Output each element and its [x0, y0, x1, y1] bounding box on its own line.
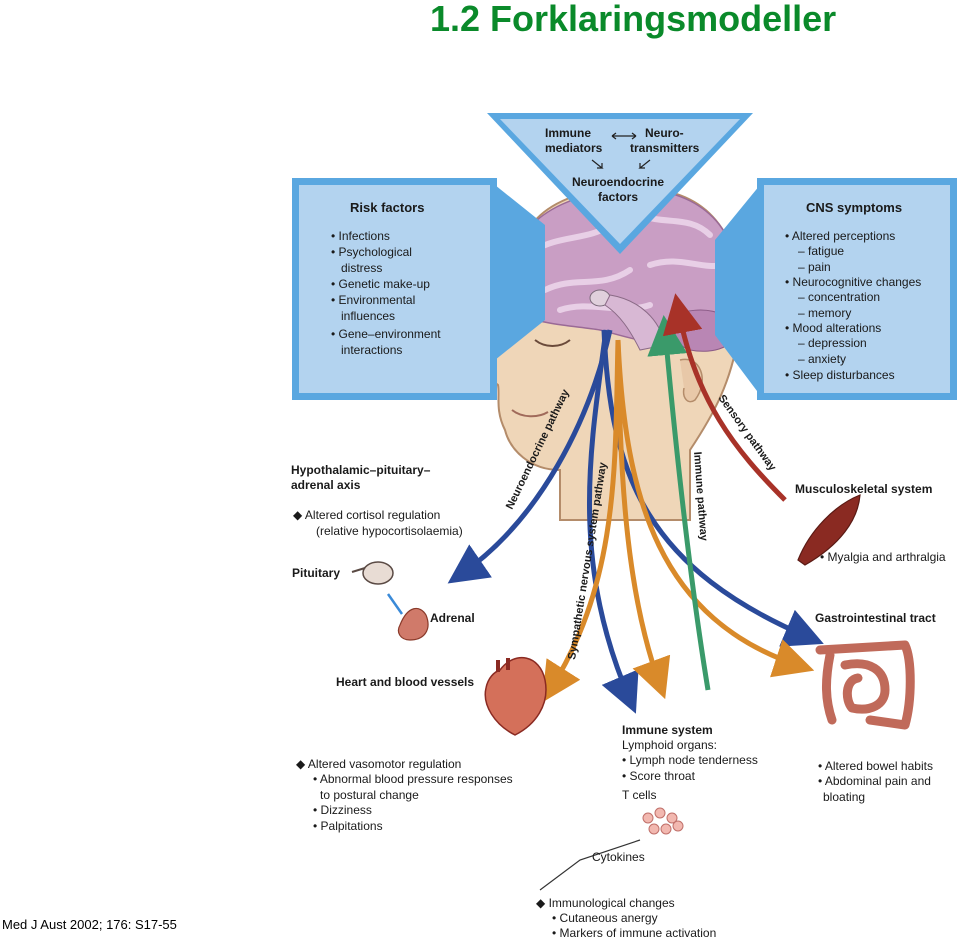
cns-symptoms-line: – concentration: [798, 290, 880, 304]
gastrointestinal-line: • Altered bowel habits: [818, 759, 933, 773]
immune-system-line: • Score throat: [622, 769, 696, 783]
risk-factors-line: • Gene–environment: [331, 327, 441, 341]
cns-symptoms-line: • Mood alterations: [785, 321, 881, 335]
hpa-bullet: (relative hypocortisolaemia): [316, 524, 463, 538]
musculoskeletal-bullet: • Myalgia and arthralgia: [820, 550, 946, 564]
pituitary-gland-icon: [362, 561, 394, 585]
immune-system-line: • Lymph node tenderness: [622, 753, 758, 767]
immune-mediators-label: mediators: [545, 141, 603, 155]
immune-system-line: T cells: [622, 788, 656, 802]
cns-symptoms-line: • Sleep disturbances: [785, 368, 895, 382]
gastrointestinal-line: bloating: [823, 790, 865, 804]
t-cells-icon: [642, 807, 684, 835]
musculoskeletal-heading: Musculoskeletal system: [795, 482, 932, 496]
intestine-icon: [815, 640, 915, 730]
double-arrow-icon: [386, 593, 404, 615]
gastrointestinal-line: • Abdominal pain and: [818, 774, 931, 788]
muscle-icon: [797, 494, 861, 566]
pituitary-label: Pituitary: [292, 566, 340, 580]
risk-factors-heading: Risk factors: [350, 200, 424, 215]
hpa-heading: adrenal axis: [291, 478, 361, 492]
cytokines-line: [539, 839, 641, 891]
heart-icon: [484, 656, 547, 736]
adrenal-gland-icon: [397, 607, 429, 641]
cns-symptoms-connector: [715, 185, 760, 395]
risk-factors-line: • Environmental: [331, 293, 415, 307]
immune-changes-line: ◆ Immunological changes: [536, 896, 675, 910]
immune-changes-line: • Markers of immune activation: [552, 926, 716, 940]
immune-system-line: Lymphoid organs:: [622, 738, 717, 752]
immune-system-section: Immune system Lymphoid organs: • Lymph n…: [536, 723, 758, 940]
double-arrow-icon: [611, 132, 637, 140]
risk-factors-line: • Infections: [331, 229, 390, 243]
neuroendocrine-arrow-gi: [601, 329, 824, 647]
cns-symptoms-line: – depression: [798, 336, 867, 350]
pituitary-stalk-icon: [351, 567, 366, 573]
musculoskeletal-section: Musculoskeletal system • Myalgia and art…: [795, 482, 946, 566]
heart-line: ◆ Altered vasomotor regulation: [296, 757, 461, 771]
risk-factors-line: influences: [341, 309, 395, 323]
immune-pathway-label: Immune pathway: [691, 451, 710, 542]
risk-factors-line: distress: [341, 261, 382, 275]
sensory-pathway-arrow: [662, 293, 787, 502]
neuroendocrine-triangle: Immune mediators Neuro- transmitters Neu…: [487, 113, 753, 254]
arrow-down-right-icon: [591, 159, 604, 169]
brain-folds: [532, 212, 728, 313]
hpa-bullet: ◆ Altered cortisol regulation: [293, 508, 440, 522]
risk-factors-line: • Genetic make-up: [331, 277, 430, 291]
hpa-heading: Hypothalamic–pituitary–: [291, 463, 431, 477]
neuroendocrine-factors-label: factors: [598, 190, 638, 204]
immune-system-heading: Immune system: [622, 723, 713, 737]
cns-symptoms-line: • Altered perceptions: [785, 229, 895, 243]
closed-eye: [534, 339, 571, 347]
cns-symptoms-line: – pain: [798, 260, 831, 274]
heart-line: • Dizziness: [313, 803, 372, 817]
mouth: [511, 409, 549, 418]
cns-symptoms-heading: CNS symptoms: [806, 200, 902, 215]
heart-line: • Abnormal blood pressure responses: [313, 772, 513, 786]
heart-line: to postural change: [320, 788, 419, 802]
risk-factors-line: interactions: [341, 343, 402, 357]
blood-vessels-icon: [496, 658, 510, 672]
citation: Med J Aust 2002; 176: S17-55: [2, 917, 177, 932]
risk-factors-line: • Psychological: [331, 245, 412, 259]
neuroendocrine-arrow-immune: [587, 329, 639, 714]
cns-symptoms-box: CNS symptoms • Altered perceptions – fat…: [715, 178, 957, 400]
slide-title: 1.2 Forklaringsmodeller: [430, 0, 837, 39]
immune-changes-line: • Cutaneous anergy: [552, 911, 658, 925]
adrenal-label: Adrenal: [430, 611, 475, 625]
pathway-arrows: [447, 293, 824, 714]
neurotransmitters-label: transmitters: [630, 141, 700, 155]
cns-symptoms-line: – anxiety: [798, 352, 846, 366]
sympathetic-arrow-gi: [615, 339, 815, 678]
cns-symptoms-line: – fatigue: [798, 244, 844, 258]
heart-section: Heart and blood vessels ◆ Altered vasomo…: [296, 656, 547, 833]
gastrointestinal-section: Gastrointestinal tract • Altered bowel h…: [815, 611, 936, 804]
heart-line: • Palpitations: [313, 819, 383, 833]
cytokines-label: Cytokines: [592, 850, 645, 864]
neuroendocrine-factors-label: Neuroendocrine: [572, 175, 664, 189]
cns-symptoms-line: • Neurocognitive changes: [785, 275, 921, 289]
immune-mediators-label: Immune: [545, 126, 591, 140]
heart-heading: Heart and blood vessels: [336, 675, 474, 689]
gastrointestinal-heading: Gastrointestinal tract: [815, 611, 936, 625]
risk-factors-connector: [495, 185, 545, 360]
hpa-axis-section: Hypothalamic–pituitary– adrenal axis ◆ A…: [291, 463, 475, 641]
immune-pathway-arrow: [647, 315, 711, 691]
cns-symptoms-line: – memory: [798, 306, 851, 320]
risk-factors-box: Risk factors • Infections • Psychologica…: [292, 178, 545, 400]
arrow-down-left-icon: [638, 159, 651, 169]
neurotransmitters-label: Neuro-: [645, 126, 684, 140]
